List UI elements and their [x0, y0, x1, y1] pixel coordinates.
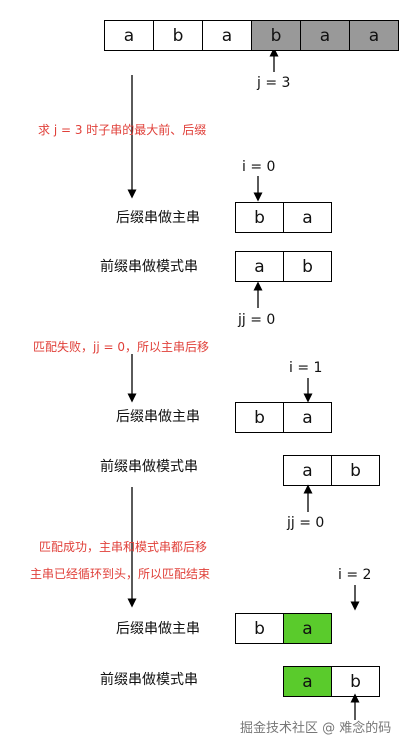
step1-main-cell-0: b: [235, 202, 284, 233]
top-cell-0: a: [104, 20, 154, 51]
step2-i-label: i = 1: [289, 360, 323, 376]
step1-pattern-cell-0: a: [235, 251, 284, 282]
step3-pattern-label: 前缀串做模式串: [100, 672, 198, 688]
step2-main-label: 后缀串做主串: [116, 409, 200, 425]
step3-note-line2: 主串已经循环到头，所以匹配结束: [30, 567, 211, 581]
step1-main-cell-1: a: [283, 202, 332, 233]
top-cell-2: a: [202, 20, 252, 51]
top-cell-1: b: [153, 20, 203, 51]
step1-jj-label: jj = 0: [238, 312, 276, 328]
watermark: 掘金技术社区 @ 难念的码: [240, 721, 392, 736]
step2-jj-label: jj = 0: [287, 515, 325, 531]
top-cell-4: a: [300, 20, 350, 51]
step2-pattern-cell-0: a: [283, 455, 332, 486]
step3-main-label: 后缀串做主串: [116, 621, 200, 637]
step3-main-cell-1-matched: a: [283, 613, 332, 644]
step2-pattern-label: 前缀串做模式串: [100, 459, 198, 475]
step2-main-cell-0: b: [235, 402, 284, 433]
step1-i-label: i = 0: [242, 159, 276, 175]
step1-main-label: 后缀串做主串: [116, 210, 200, 226]
step3-i-label: i = 2: [338, 567, 372, 583]
top-cell-3: b: [251, 20, 301, 51]
j-pointer-label: j = 3: [257, 75, 291, 91]
step3-note-line1: 匹配成功，主串和模式串都后移: [39, 540, 208, 554]
step1-pattern-label: 前缀串做模式串: [100, 259, 198, 275]
step3-pattern-cell-1: b: [331, 666, 380, 697]
step2-pattern-cell-1: b: [331, 455, 380, 486]
step2-main-cell-1: a: [283, 402, 332, 433]
step1-pattern-cell-1: b: [283, 251, 332, 282]
step2-note: 匹配失败，jj = 0，所以主串后移: [33, 340, 209, 354]
step3-main-cell-0: b: [235, 613, 284, 644]
step3-pattern-cell-0-matched: a: [283, 666, 332, 697]
step1-note: 求 j = 3 时子串的最大前、后缀: [38, 123, 207, 137]
top-cell-5: a: [349, 20, 399, 51]
